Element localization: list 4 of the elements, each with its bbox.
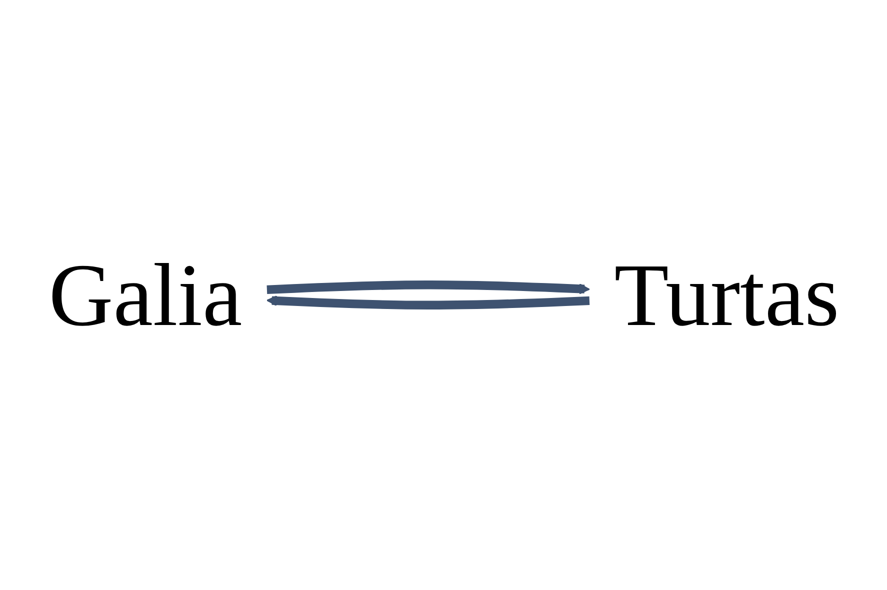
node-text: Galia <box>48 245 242 345</box>
arrow <box>266 280 590 294</box>
arrow <box>266 295 590 310</box>
node-text: Turtas <box>614 245 839 345</box>
